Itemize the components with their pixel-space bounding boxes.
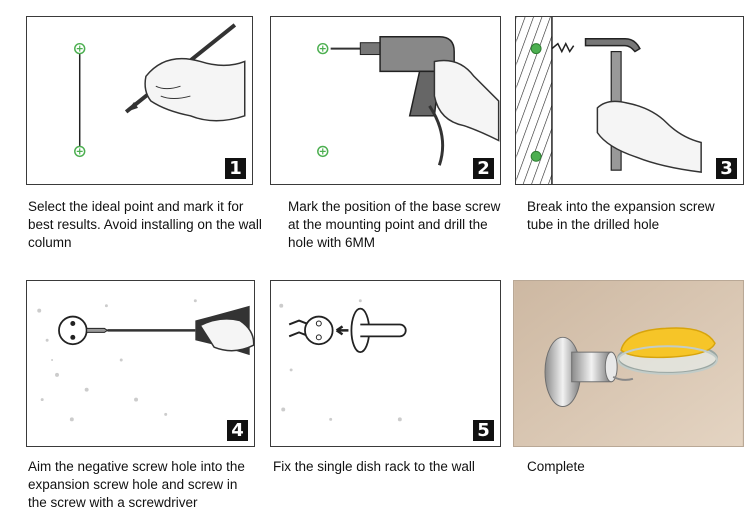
step-5-panel: 5 [270, 280, 501, 447]
step-3-caption: Break into the expansion screw tube in t… [527, 199, 715, 232]
dish-rack-icon [279, 299, 407, 422]
pencil-hand-icon [74, 23, 246, 158]
step-number-badge: 1 [225, 158, 246, 179]
completed-photo-panel [513, 280, 744, 447]
step-2-caption: Mark the position of the base screw at t… [288, 199, 501, 250]
step-number-badge: 5 [473, 420, 494, 441]
soap-dish-photo [514, 281, 743, 446]
step-number-badge: 3 [716, 158, 737, 179]
step-5-caption: Fix the single dish rack to the wall [273, 459, 475, 474]
step-4-caption: Aim the negative screw hole into the exp… [28, 459, 245, 510]
step-4-panel: 4 [26, 280, 255, 447]
step-1-caption: Select the ideal point and mark it for b… [28, 199, 262, 250]
step-2-panel: 2 [270, 16, 501, 185]
step-1-panel: 1 [26, 16, 253, 185]
drill-icon [317, 36, 500, 166]
screwdriver-icon [37, 299, 254, 422]
step-number-badge: 4 [227, 420, 248, 441]
step-6-caption: Complete [527, 459, 585, 474]
step-3-panel: 3 [515, 16, 744, 185]
hammer-icon [516, 17, 702, 184]
step-number-badge: 2 [473, 158, 494, 179]
